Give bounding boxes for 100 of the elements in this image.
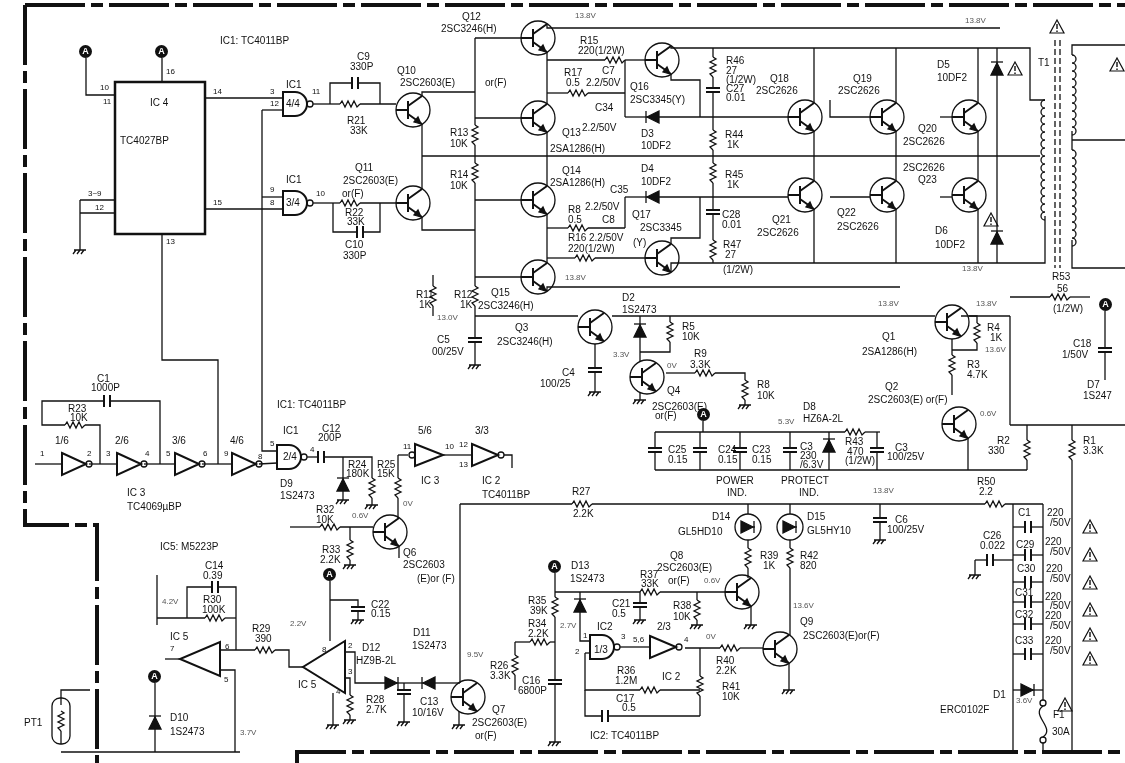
- component-label: 330P: [343, 251, 367, 261]
- component-label: 10/16V: [412, 708, 444, 718]
- component-label: 2SA1286(H): [862, 347, 918, 357]
- pin-number: 15: [213, 199, 222, 207]
- component-label: R38: [673, 601, 692, 611]
- component-label: 2SC2603(E) or(F): [868, 395, 948, 405]
- component-label: 30A: [1052, 727, 1070, 737]
- component-label: R44: [725, 130, 744, 140]
- component-label: R28: [366, 695, 385, 705]
- component-label: IC1: TC4011BP: [220, 36, 290, 46]
- voltage-label: 0V: [667, 362, 677, 370]
- component-label: IC 3: [127, 488, 146, 498]
- component-label: 00/25V: [432, 347, 464, 357]
- voltage-label: 0V: [403, 500, 413, 508]
- pin-number: 4: [145, 450, 150, 458]
- pin-number: 2: [575, 648, 580, 656]
- component-label: 3/3: [475, 426, 489, 436]
- component-label: R43: [845, 437, 864, 447]
- voltage-label: 13.8V: [965, 17, 986, 25]
- component-label: R36: [617, 666, 636, 676]
- component-label: R39: [760, 551, 779, 561]
- pin-number: 10: [100, 84, 109, 92]
- component-label: (Y): [633, 238, 647, 248]
- component-label: IC 2: [482, 476, 501, 486]
- component-label: 10K: [450, 139, 468, 149]
- component-label: /50V: [1050, 518, 1071, 528]
- component-label: R34: [528, 619, 547, 629]
- component-label: C6: [895, 515, 908, 525]
- component-label: 2/6: [115, 436, 129, 446]
- component-label: 2.7K: [366, 705, 387, 715]
- pin-number: 11: [312, 88, 321, 96]
- pin-number: 12: [459, 441, 468, 449]
- component-label: 1K: [727, 140, 740, 150]
- component-label: 33K: [641, 579, 659, 589]
- component-label: 200P: [318, 433, 342, 443]
- component-label: 2.2/50V: [582, 123, 617, 133]
- component-label: 27: [726, 66, 738, 76]
- component-label: 0.39: [203, 571, 223, 581]
- component-label: 3.3K: [1083, 446, 1104, 456]
- component-label: 1S2473: [412, 641, 447, 651]
- component-label: R45: [725, 170, 744, 180]
- component-label: C27: [726, 84, 745, 94]
- component-label: R17: [564, 68, 583, 78]
- component-label: 1.2M: [615, 676, 638, 686]
- component-label: 3/4: [286, 198, 300, 208]
- component-label: C32: [1015, 610, 1034, 620]
- component-label: 2SC3246(H): [497, 337, 553, 347]
- component-label: /50V: [1050, 574, 1071, 584]
- component-label: 10DF2: [641, 177, 671, 187]
- component-label: R13: [450, 128, 469, 138]
- voltage-label: 5.3V: [778, 418, 795, 426]
- component-label: 0.15: [752, 455, 772, 465]
- component-label: Q6: [403, 548, 417, 558]
- pin-number: 13: [166, 238, 175, 246]
- component-label: Q1: [882, 332, 896, 342]
- component-label: 1/6: [55, 436, 69, 446]
- component-label: 390: [255, 634, 272, 644]
- component-label: Q12: [462, 12, 481, 22]
- component-label: 1000P: [91, 383, 120, 393]
- component-label: C18: [1073, 339, 1092, 349]
- component-label: Q20: [918, 124, 937, 134]
- component-label: 10DF2: [937, 73, 967, 83]
- component-label: 100/25V: [887, 525, 925, 535]
- component-label: D11: [413, 628, 431, 638]
- component-label: R42: [800, 551, 819, 561]
- component-label: 220(1/2W): [578, 46, 625, 56]
- component-label: D13: [571, 561, 590, 571]
- component-label: R3: [967, 360, 980, 370]
- reference-mark: A: [155, 45, 168, 58]
- component-label: 220: [1045, 611, 1062, 621]
- pin-number: 5: [166, 450, 171, 458]
- component-label: 2.2/50V: [585, 202, 620, 212]
- pin-number: 3: [621, 633, 626, 641]
- component-label: 0.5: [568, 215, 582, 225]
- component-label: R14: [450, 170, 469, 180]
- component-label: R26: [490, 661, 509, 671]
- component-label: R53: [1052, 272, 1071, 282]
- component-label: D6: [935, 226, 948, 236]
- component-label: R25: [377, 460, 396, 470]
- pin-number: 6: [203, 450, 208, 458]
- component-label: R12: [454, 290, 473, 300]
- component-label: 2/4: [283, 452, 297, 462]
- component-label: 1K: [763, 561, 776, 571]
- component-label: 2.2K: [320, 555, 341, 565]
- voltage-label: 13.8V: [878, 300, 899, 308]
- voltage-label: 13.8V: [873, 487, 894, 495]
- component-label: 3.3K: [690, 360, 711, 370]
- voltage-label: 13.0V: [437, 314, 458, 322]
- component-label: R32: [316, 505, 335, 515]
- component-label: R35: [528, 596, 547, 606]
- component-label: D12: [362, 643, 381, 653]
- component-label: Q10: [397, 66, 416, 76]
- component-label: C30: [1017, 564, 1036, 574]
- voltage-label: 13.8V: [575, 12, 596, 20]
- component-label: D8: [803, 402, 816, 412]
- component-label: IC2: [597, 622, 613, 632]
- pin-number: 16: [166, 68, 175, 76]
- component-label: R37: [640, 570, 659, 580]
- component-label: 33K: [347, 217, 365, 227]
- component-label: 2SC3246(H): [478, 301, 534, 311]
